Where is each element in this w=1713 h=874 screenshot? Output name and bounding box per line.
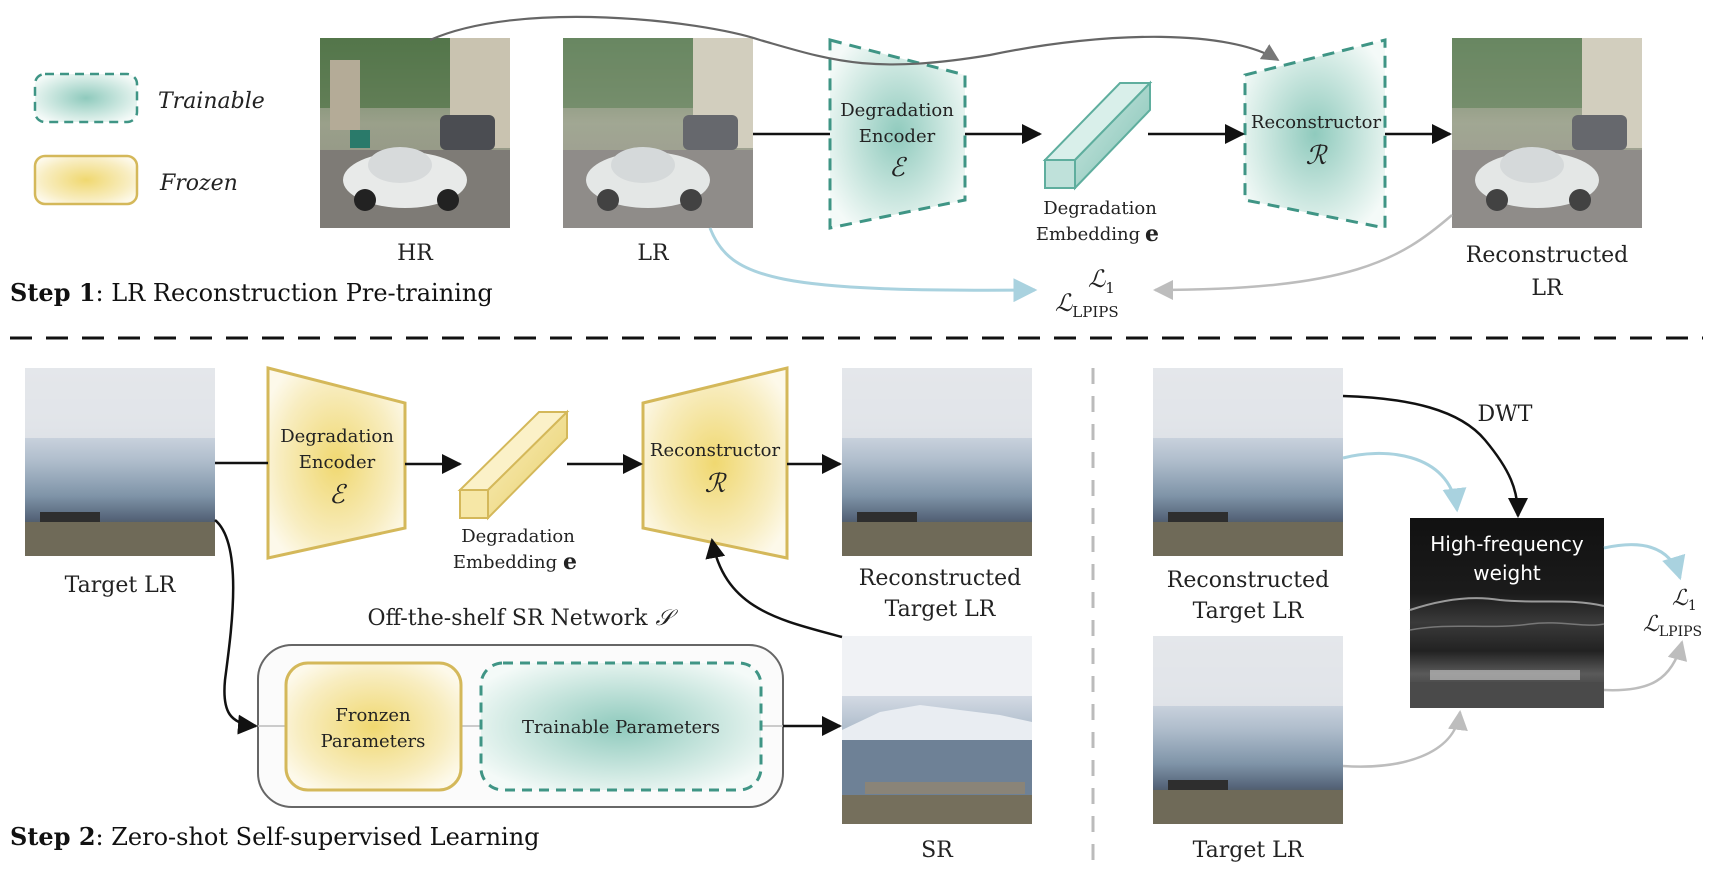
step2-embedding-label-line1: Degradation: [461, 526, 575, 547]
sr-label: SR: [921, 838, 954, 863]
trainable-parameters-block: [479, 661, 763, 792]
arrow-recon-to-hf-dwt: [1342, 394, 1528, 518]
arrow-recon-to-loss: [1153, 214, 1453, 300]
arrow-hr-to-reconstructor: [429, 15, 1280, 66]
step2-recon-label-line1: Reconstructed: [859, 566, 1021, 591]
hf-weight-label-line1: High-frequency: [1430, 532, 1584, 556]
arrow-hf-to-loss-gray: [1603, 640, 1688, 692]
panel-loss-l1: ℒ1: [1672, 586, 1697, 614]
step1-embedding-symbol: e: [1145, 221, 1159, 247]
arrow-target-to-sr-network: [214, 519, 258, 735]
sr-image: [842, 636, 1032, 824]
step1-title: Step 1: LR Reconstruction Pre-training: [10, 278, 493, 307]
step2-title: Step 2: Zero-shot Self-supervised Learni…: [10, 822, 540, 851]
step1-reconstructor-label: Reconstructor: [1251, 112, 1382, 133]
legend-trainable-label: Trainable: [158, 89, 265, 114]
step1-embedding-label-line1: Degradation: [1043, 198, 1157, 219]
panel-recon-label-line1: Reconstructed: [1167, 568, 1329, 593]
step1-loss-lpips: ℒLPIPS: [1055, 289, 1119, 321]
step2-reconstructor: [641, 366, 789, 560]
step1-loss-l1: ℒ1: [1088, 265, 1115, 297]
legend-frozen-label: Frozen: [159, 171, 238, 196]
step1-encoder-label-line2: Encoder: [859, 126, 936, 147]
frozen-parameters-block: [284, 661, 463, 792]
frozen-parameters-line2: Parameters: [321, 731, 426, 752]
hf-weight-label-line2: weight: [1473, 561, 1541, 585]
reconstructed-lr-image: [1452, 38, 1642, 228]
frozen-parameters-line1: Fronzen: [335, 705, 411, 726]
step1-reconstructor-symbol: ℛ: [1306, 141, 1329, 171]
arrow-recon-to-hf-blue: [1342, 452, 1467, 513]
step2-encoder-label-line2: Encoder: [299, 452, 376, 473]
step2-embedding-symbol: e: [563, 549, 577, 575]
step2-degradation-encoder: [266, 366, 407, 560]
arrow-lr-to-loss: [708, 227, 1038, 303]
arrow-sr-to-reconstructor: [705, 538, 843, 639]
step2-reconstructor-symbol: ℛ: [705, 469, 728, 499]
step2-encoder-label-line1: Degradation: [280, 426, 394, 447]
trainable-parameters-label: Trainable Parameters: [522, 717, 720, 738]
step2-embedding-label-line2: Embedding: [453, 552, 557, 573]
arrow-hf-to-loss-blue: [1603, 543, 1686, 581]
step1-degradation-encoder: [828, 38, 967, 230]
panel-target-lr-image: [1153, 636, 1343, 824]
step1-embedding-label-line2: Embedding: [1036, 224, 1140, 245]
target-lr-label: Target LR: [65, 573, 177, 598]
arrow-target-to-hf-gray: [1342, 710, 1468, 768]
panel-loss-lpips: ℒLPIPS: [1643, 612, 1702, 640]
step2-reconstructor-label: Reconstructor: [650, 440, 781, 461]
hr-image: [320, 38, 510, 228]
panel-reconstructed-target-lr-image: [1153, 368, 1343, 556]
step1-reconstructor: [1243, 38, 1387, 230]
lr-image: [563, 38, 753, 228]
step1-encoder-symbol: ℰ: [889, 153, 907, 183]
dwt-label: DWT: [1478, 402, 1533, 427]
reconstructed-lr-label-line1: Reconstructed: [1466, 243, 1628, 268]
high-frequency-weight-map: [1409, 518, 1605, 708]
panel-target-lr-label: Target LR: [1193, 838, 1305, 863]
legend-frozen-swatch: [33, 154, 139, 206]
step2-recon-label-line2: Target LR: [885, 597, 997, 622]
target-lr-image: [25, 368, 215, 556]
reconstructed-lr-label-line2: LR: [1531, 276, 1564, 301]
step2-reconstructed-target-lr-image: [842, 368, 1032, 556]
step1-encoder-label-line1: Degradation: [840, 100, 954, 121]
panel-recon-label-line2: Target LR: [1193, 599, 1305, 624]
step2-encoder-symbol: ℰ: [329, 480, 347, 510]
lr-label: LR: [637, 241, 670, 266]
step1-degradation-embedding: [1042, 80, 1153, 191]
legend-trainable-swatch: [33, 72, 139, 124]
step2-degradation-embedding: [457, 409, 570, 521]
hr-label: HR: [397, 241, 434, 266]
